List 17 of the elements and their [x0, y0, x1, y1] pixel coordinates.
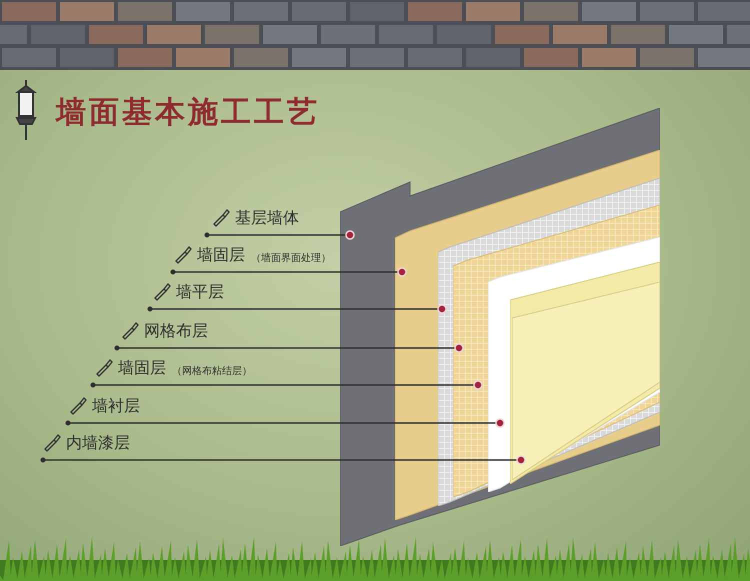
leader-line — [66, 418, 505, 428]
leader-line — [90, 380, 483, 390]
layer-label: 内墙漆层 — [66, 433, 130, 453]
title: 墙面基本施工工艺 — [56, 94, 320, 132]
leader-line — [170, 267, 407, 277]
layer-label: 网格布层 — [144, 321, 208, 341]
leader-line — [40, 455, 526, 465]
leader-line — [114, 343, 464, 353]
layer-label: 墙平层 — [176, 282, 224, 302]
layer-label: 墙衬层 — [92, 396, 140, 416]
leader-line — [148, 304, 447, 314]
layer-label: 墙固层 — [118, 358, 166, 378]
layer-note: （墙面界面处理） — [251, 252, 331, 265]
layer-label: 墙固层 — [197, 245, 245, 265]
leader-line — [204, 230, 355, 240]
layer-note: （网格布粘结层） — [172, 364, 252, 378]
layer-label: 基层墙体 — [235, 208, 299, 228]
